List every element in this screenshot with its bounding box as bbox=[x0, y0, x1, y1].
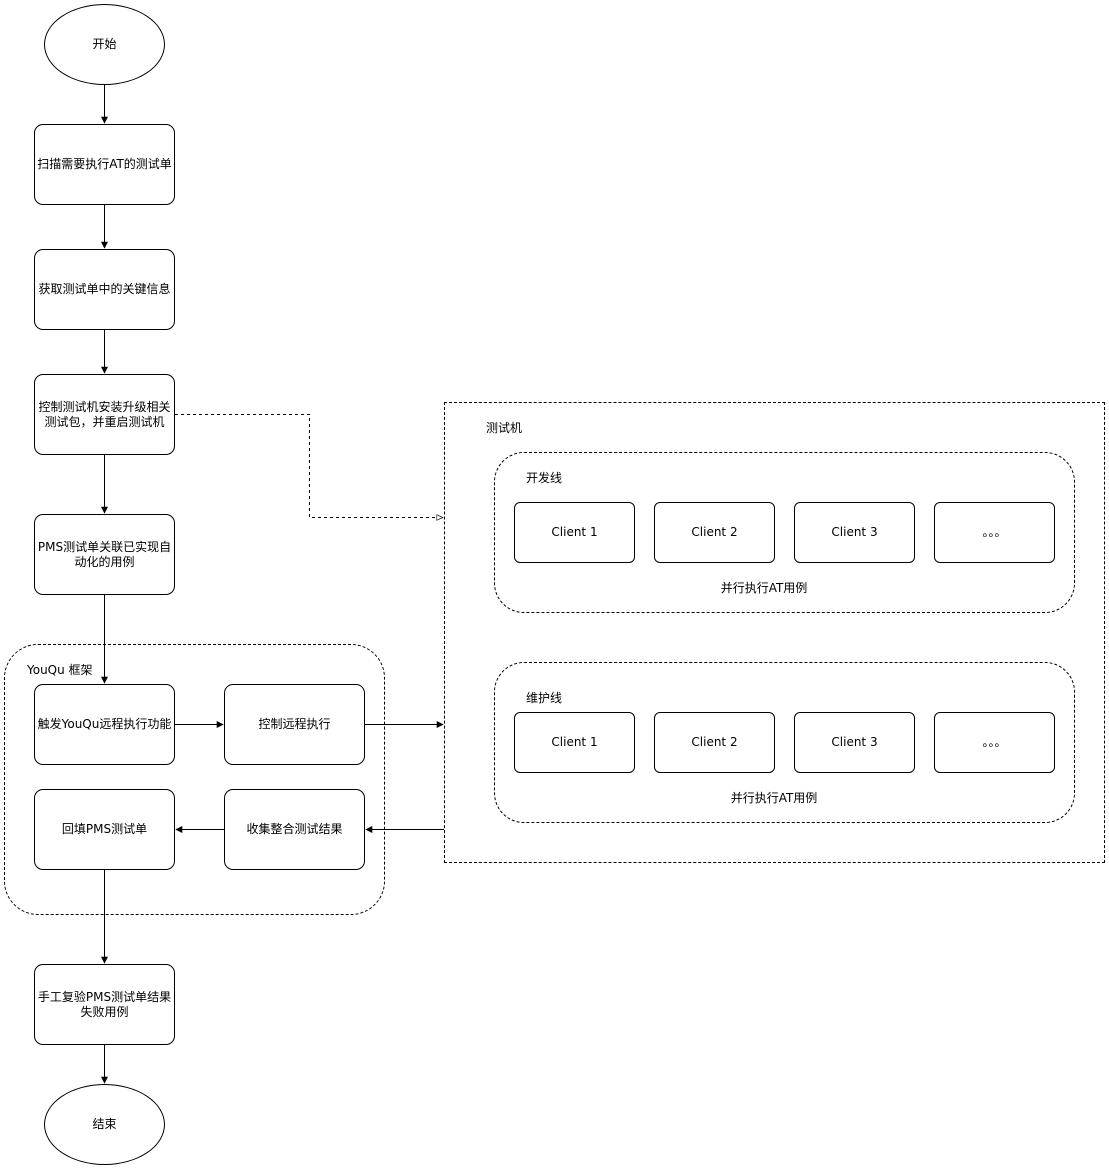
control-install-node: 控制测试机安装升级相关 测试包，并重启测试机 bbox=[34, 374, 175, 455]
dev-client-more: 。。。 bbox=[934, 502, 1055, 563]
test-machine-label: 测试机 bbox=[486, 421, 523, 435]
control-install-label: 控制测试机安装升级相关 测试包，并重启测试机 bbox=[38, 399, 171, 429]
dev-client-2: Client 2 bbox=[654, 502, 775, 563]
dev-client-3: Client 3 bbox=[794, 502, 915, 563]
manual-verify-node: 手工复验PMS测试单结果 失败用例 bbox=[34, 964, 175, 1045]
fill-back-node: 回填PMS测试单 bbox=[34, 789, 175, 870]
start-node: 开始 bbox=[44, 4, 165, 85]
trigger-remote-node: 触发YouQu远程执行功能 bbox=[34, 684, 175, 765]
maint-line-label: 维护线 bbox=[526, 691, 563, 705]
link-automated-cases-label: PMS测试单关联已实现自 动化的用例 bbox=[37, 539, 172, 569]
dev-client-1-label: Client 1 bbox=[551, 525, 598, 539]
maint-client-2: Client 2 bbox=[654, 712, 775, 773]
dev-client-1: Client 1 bbox=[514, 502, 635, 563]
youqu-framework-group bbox=[4, 644, 385, 915]
maint-client-more-label: 。。。 bbox=[982, 735, 1007, 749]
fill-back-label: 回填PMS测试单 bbox=[61, 822, 148, 836]
maint-client-3-label: Client 3 bbox=[831, 735, 878, 749]
end-label: 结束 bbox=[92, 1117, 117, 1131]
get-key-info-label: 获取测试单中的关键信息 bbox=[38, 282, 171, 296]
maint-client-more: 。。。 bbox=[934, 712, 1055, 773]
collect-results-node: 收集整合测试结果 bbox=[224, 789, 365, 870]
maint-line-group bbox=[494, 662, 1075, 823]
maint-line-caption: 并行执行AT用例 bbox=[730, 791, 818, 805]
end-node: 结束 bbox=[44, 1084, 165, 1165]
maint-client-3: Client 3 bbox=[794, 712, 915, 773]
dashed-arrow-control-install-to-test-machine bbox=[175, 414, 443, 518]
scan-test-orders-label: 扫描需要执行AT的测试单 bbox=[37, 157, 172, 171]
manual-verify-label: 手工复验PMS测试单结果 失败用例 bbox=[37, 989, 172, 1019]
start-label: 开始 bbox=[92, 37, 117, 51]
control-remote-node: 控制远程执行 bbox=[224, 684, 365, 765]
scan-test-orders-node: 扫描需要执行AT的测试单 bbox=[34, 124, 175, 205]
dev-line-label: 开发线 bbox=[526, 471, 563, 485]
dev-line-group bbox=[494, 452, 1075, 613]
youqu-framework-label: YouQu 框架 bbox=[27, 663, 93, 677]
link-automated-cases-node: PMS测试单关联已实现自 动化的用例 bbox=[34, 514, 175, 595]
dev-client-3-label: Client 3 bbox=[831, 525, 878, 539]
dev-client-2-label: Client 2 bbox=[691, 525, 738, 539]
dev-line-caption: 并行执行AT用例 bbox=[720, 581, 808, 595]
maint-client-1-label: Client 1 bbox=[551, 735, 598, 749]
maint-client-1: Client 1 bbox=[514, 712, 635, 773]
maint-client-2-label: Client 2 bbox=[691, 735, 738, 749]
get-key-info-node: 获取测试单中的关键信息 bbox=[34, 249, 175, 330]
collect-results-label: 收集整合测试结果 bbox=[246, 822, 343, 836]
trigger-remote-label: 触发YouQu远程执行功能 bbox=[37, 717, 172, 731]
test-machine-group bbox=[444, 402, 1105, 863]
control-remote-label: 控制远程执行 bbox=[258, 717, 331, 731]
dev-client-more-label: 。。。 bbox=[982, 525, 1007, 539]
